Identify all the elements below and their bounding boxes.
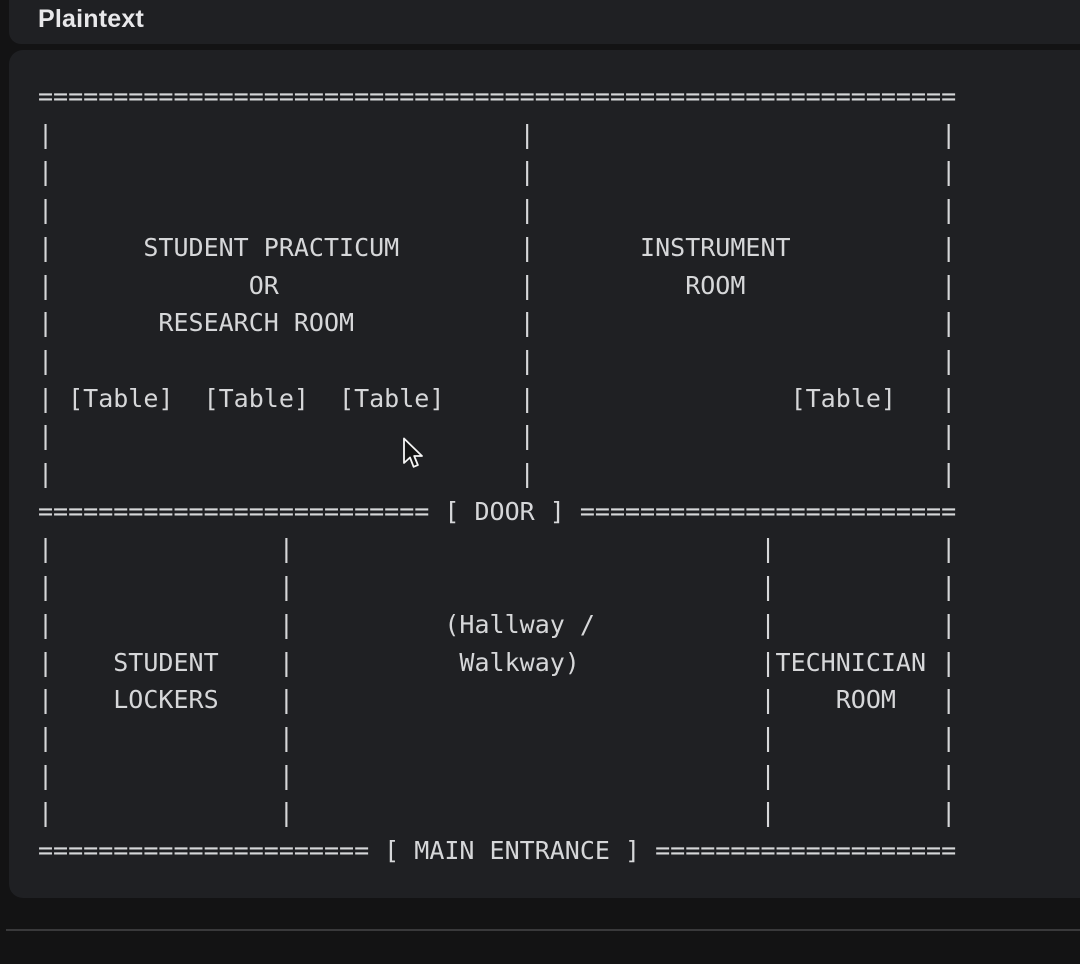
ascii-floor-plan: ========================================… (38, 82, 957, 866)
horizontal-divider (6, 929, 1080, 931)
code-language-label: Plaintext (38, 5, 144, 33)
mouse-cursor (403, 437, 423, 468)
code-block-header: Plaintext (9, 0, 1080, 44)
code-block-body: ========================================… (9, 50, 1080, 898)
